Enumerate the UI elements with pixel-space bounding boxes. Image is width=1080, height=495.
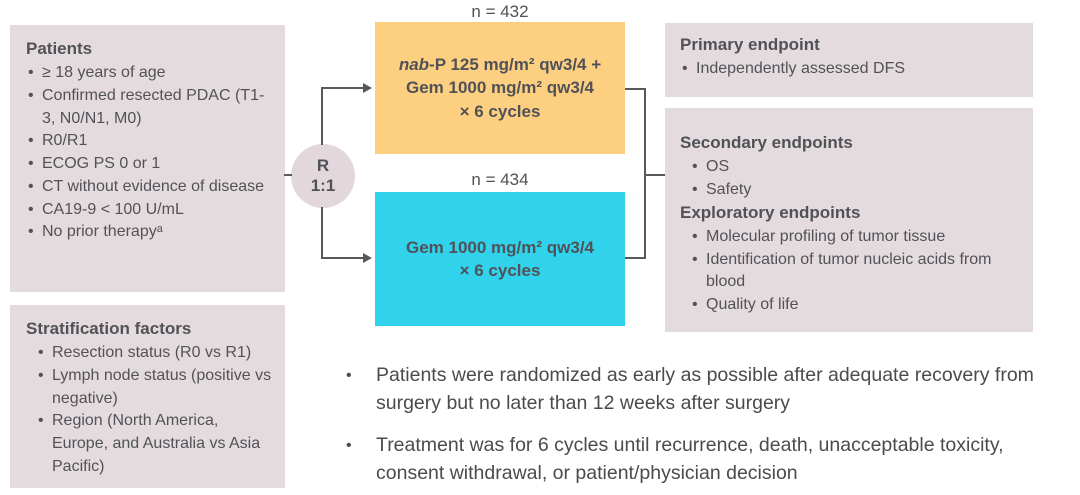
list-item: OS — [690, 156, 1023, 179]
secondary-endpoints-title: Secondary endpoints — [680, 133, 853, 152]
connector-arm1-right — [625, 88, 646, 90]
arm2-line1: Gem 1000 mg/m² qw3/4 — [405, 237, 595, 257]
primary-endpoint-panel: Primary endpoint Independently assessed … — [665, 23, 1033, 97]
arm1-drug-italic: nab — [398, 54, 430, 74]
list-item: CT without evidence of disease — [26, 176, 275, 199]
arm1-line1: nab-P 125 mg/m² qw3/4 + — [399, 53, 601, 76]
stratification-panel: Stratification factors Resection status … — [10, 305, 285, 488]
connector-to-arm1 — [321, 87, 364, 89]
exploratory-endpoints-list: Molecular profiling of tumor tissue Iden… — [690, 226, 1023, 317]
list-item: Quality of life — [690, 294, 1023, 317]
list-item: Resection status (R0 vs R1) — [36, 342, 277, 365]
connector-to-arm2 — [321, 257, 364, 259]
primary-endpoint-list: Independently assessed DFS — [680, 58, 1023, 81]
note-treatment-duration: Treatment was for 6 cycles until recurre… — [340, 432, 1042, 487]
list-item: No prior therapyᵃ — [26, 221, 275, 244]
connector-arm2-right — [625, 257, 646, 259]
arm1-nabp-gem-box: nab-P 125 mg/m² qw3/4 + Gem 1000 mg/m² q… — [375, 22, 625, 154]
connector-circle-down — [321, 207, 323, 259]
arrowhead-arm2 — [363, 253, 372, 263]
list-item: CA19-9 < 100 U/mL — [26, 199, 275, 222]
list-item: R0/R1 — [26, 130, 275, 153]
exploratory-endpoints-title: Exploratory endpoints — [680, 202, 861, 222]
connector-bracket-vertical — [644, 88, 646, 259]
list-item: ≥ 18 years of age — [26, 62, 275, 85]
arm1-line2: Gem 1000 mg/m² qw3/4 — [405, 78, 595, 98]
arm2-n-label: n = 434 — [471, 170, 529, 189]
list-item: Identification of tumor nucleic acids fr… — [690, 249, 1023, 294]
connector-to-endpoints — [644, 174, 665, 176]
primary-endpoint-title: Primary endpoint — [680, 35, 820, 54]
arrowhead-arm1 — [363, 83, 372, 93]
arm1-line3: × 6 cycles — [459, 101, 541, 121]
list-item: Safety — [690, 179, 1023, 202]
patients-panel-title: Patients — [26, 39, 93, 58]
study-notes-list: Patients were randomized as early as pos… — [340, 362, 1042, 495]
arm1-n-label: n = 432 — [471, 2, 529, 21]
arm1-line1-rest: -P 125 mg/m² qw3/4 + — [429, 54, 602, 74]
stratification-panel-title: Stratification factors — [26, 319, 192, 338]
endpoints-panel: Secondary endpoints OS Safety Explorator… — [665, 108, 1033, 332]
list-item: Molecular profiling of tumor tissue — [690, 226, 1023, 249]
note-randomization-timing: Patients were randomized as early as pos… — [340, 362, 1042, 417]
randomization-letter: R — [316, 156, 330, 176]
secondary-endpoints-list: OS Safety — [690, 156, 1023, 201]
randomization-ratio: 1:1 — [310, 176, 336, 195]
list-item: Lymph node status (positive vs negative) — [36, 365, 277, 410]
patients-criteria-list: ≥ 18 years of age Confirmed resected PDA… — [26, 62, 275, 244]
arm2-gem-box: Gem 1000 mg/m² qw3/4 × 6 cycles — [375, 192, 625, 326]
connector-patients-to-circle — [284, 174, 292, 176]
list-item: Region (North America, Europe, and Austr… — [36, 410, 277, 478]
arm2-line2: × 6 cycles — [459, 261, 541, 280]
stratification-factors-list: Resection status (R0 vs R1) Lymph node s… — [36, 342, 277, 478]
list-item: ECOG PS 0 or 1 — [26, 153, 275, 176]
randomization-circle: R 1:1 — [291, 144, 355, 208]
connector-circle-up — [321, 88, 323, 145]
list-item: Confirmed resected PDAC (T1-3, N0/N1, M0… — [26, 85, 275, 130]
patients-panel: Patients ≥ 18 years of age Confirmed res… — [10, 25, 285, 292]
list-item: Independently assessed DFS — [680, 58, 1023, 81]
